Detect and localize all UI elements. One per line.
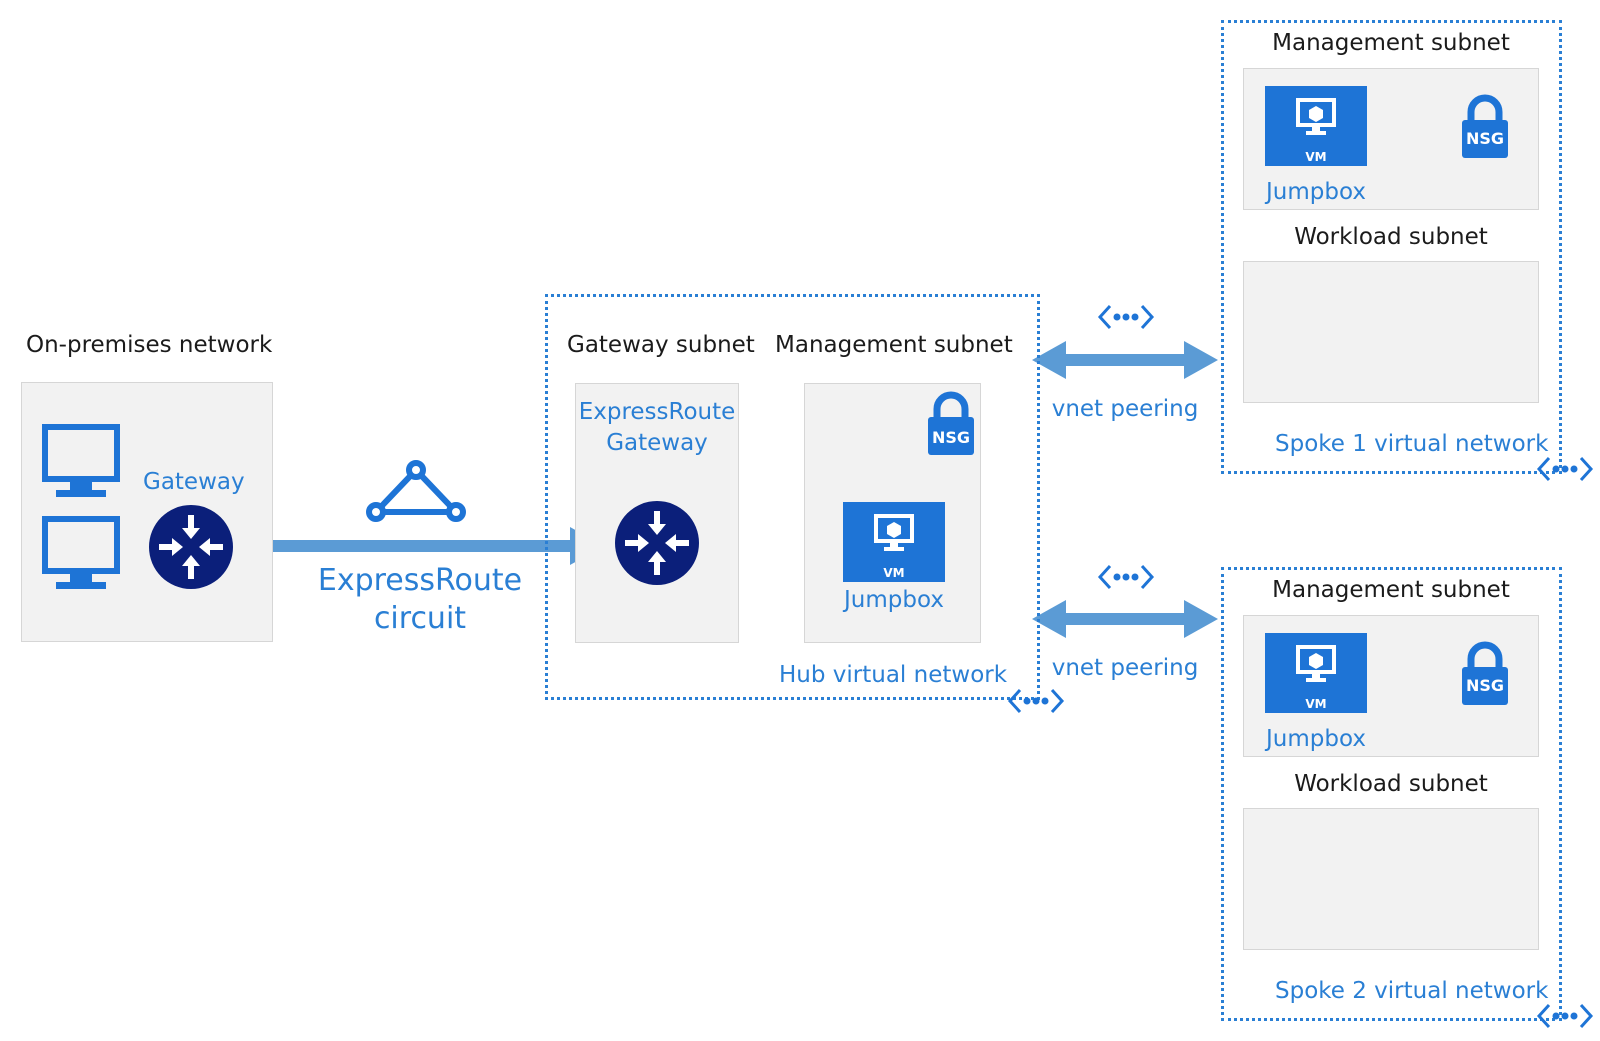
expressroute-circuit-label: ExpressRoute circuit bbox=[310, 562, 530, 638]
spoke1-network-label: Spoke 1 virtual network bbox=[1275, 431, 1549, 457]
spoke2-workload-subnet-panel bbox=[1243, 808, 1539, 950]
peering-icon bbox=[1097, 564, 1155, 590]
router-icon bbox=[149, 505, 233, 589]
vnet-peering-arrow-bottom bbox=[1032, 600, 1218, 638]
hub-gateway-name-line1: ExpressRoute bbox=[578, 399, 736, 425]
spoke2-workload-subnet-title: Workload subnet bbox=[1294, 771, 1488, 797]
vnet-icon bbox=[1536, 456, 1594, 482]
spoke2-nsg-label: NSG bbox=[1466, 676, 1505, 695]
hub-gateway-name: ExpressRoute Gateway bbox=[575, 397, 739, 459]
spoke1-vm-label: VM bbox=[1305, 150, 1327, 164]
monitor-icon bbox=[42, 516, 120, 589]
spoke1-jumpbox-label: Jumpbox bbox=[1266, 179, 1366, 205]
hub-nsg-label: NSG bbox=[932, 428, 971, 447]
expressroute-circuit-icon bbox=[366, 460, 466, 522]
circuit-label-line2: circuit bbox=[373, 601, 467, 636]
spoke2-jumpbox-vm: VM bbox=[1265, 633, 1367, 713]
spoke1-management-subnet-title: Management subnet bbox=[1272, 30, 1510, 56]
vm-monitor-icon bbox=[1296, 645, 1336, 682]
spoke2-management-subnet-title: Management subnet bbox=[1272, 577, 1510, 603]
hub-vm-label: VM bbox=[883, 566, 905, 580]
spoke1-jumpbox-vm: VM bbox=[1265, 86, 1367, 166]
hub-jumpbox-label: Jumpbox bbox=[844, 587, 944, 613]
spoke2-vm-label: VM bbox=[1305, 697, 1327, 711]
onprem-gateway-label: Gateway bbox=[143, 469, 245, 495]
nsg-lock-icon bbox=[1462, 94, 1508, 158]
hub-gateway-subnet-title: Gateway subnet bbox=[567, 332, 755, 358]
spoke2-vnet-boundary bbox=[1221, 567, 1562, 1021]
router-icon bbox=[615, 501, 699, 585]
hub-jumpbox-vm: VM bbox=[843, 502, 945, 582]
spoke2-jumpbox-label: Jumpbox bbox=[1266, 726, 1366, 752]
vnet-peering-arrow-top bbox=[1032, 341, 1218, 379]
peering-icon bbox=[1097, 304, 1155, 330]
spoke1-workload-subnet-panel bbox=[1243, 261, 1539, 403]
hub-management-subnet-title: Management subnet bbox=[775, 332, 1013, 358]
spoke1-workload-subnet-title: Workload subnet bbox=[1294, 224, 1488, 250]
hub-network-label: Hub virtual network bbox=[779, 662, 1008, 688]
vnet-peering-top-label: vnet peering bbox=[1051, 396, 1199, 422]
nsg-lock-icon bbox=[1462, 641, 1508, 705]
spoke1-vnet-boundary bbox=[1221, 20, 1562, 474]
vnet-peering-bottom-label: vnet peering bbox=[1051, 655, 1199, 681]
spoke2-network-label: Spoke 2 virtual network bbox=[1275, 978, 1549, 1004]
vm-monitor-icon bbox=[874, 514, 914, 551]
onprem-title: On-premises network bbox=[26, 332, 273, 358]
circuit-label-line1: ExpressRoute bbox=[317, 563, 523, 598]
hub-gateway-name-line2: Gateway bbox=[606, 430, 708, 456]
spoke1-nsg-label: NSG bbox=[1466, 129, 1505, 148]
vnet-icon bbox=[1007, 688, 1065, 714]
nsg-lock-icon bbox=[928, 391, 974, 455]
vm-monitor-icon bbox=[1296, 98, 1336, 135]
monitor-icon bbox=[42, 424, 120, 497]
onprem-panel bbox=[21, 382, 273, 642]
hub-vnet-boundary bbox=[545, 294, 1040, 700]
vnet-icon bbox=[1536, 1003, 1594, 1029]
